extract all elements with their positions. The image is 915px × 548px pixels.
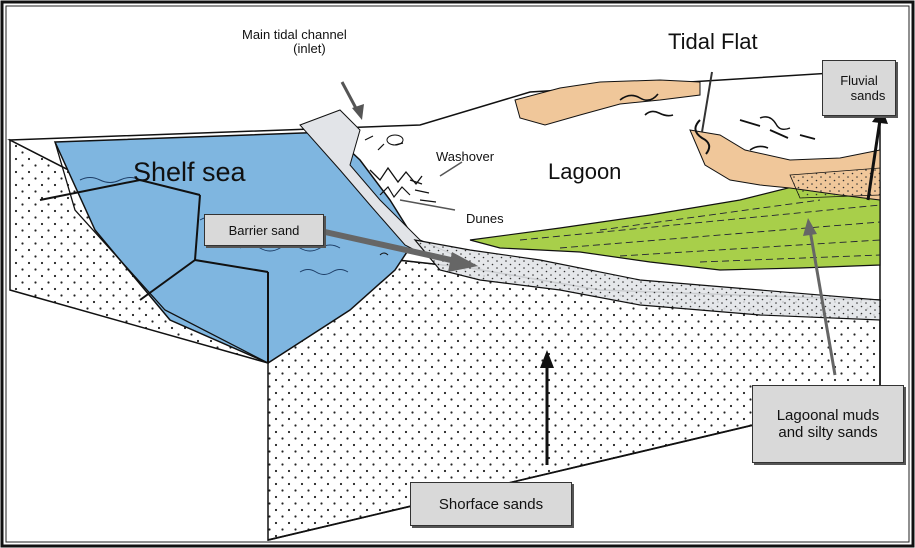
fluvial-line1: Fluvial	[840, 73, 878, 88]
tidal-flat-label: Tidal Flat	[668, 29, 758, 54]
shoreface-sands-box: Shorface sands	[410, 482, 572, 526]
lagoonal-muds-box: Lagoonal muds and silty sands	[752, 385, 904, 463]
shelf-sea-label: Shelf sea	[133, 157, 246, 187]
fluvial-line2: sands	[850, 88, 886, 103]
barrier-sand-box: Barrier sand	[204, 214, 324, 246]
washover-label: Washover	[436, 149, 495, 164]
main-tidal-channel-label: Main tidal channel (inlet)	[242, 27, 347, 57]
lagoonal-muds-area	[469, 181, 881, 271]
dunes-label: Dunes	[466, 211, 504, 226]
main-tidal-channel-line2: (inlet)	[293, 41, 326, 57]
main-tidal-channel-line1: Main tidal channel	[242, 27, 347, 42]
lagoon-label: Lagoon	[548, 159, 622, 184]
lagoonal-line1: Lagoonal muds	[776, 407, 880, 424]
fluvial-sands-box: Fluvial sands	[822, 60, 896, 116]
lagoonal-line2: and silty sands	[778, 424, 878, 441]
tidal-flat-area-1	[514, 79, 701, 126]
